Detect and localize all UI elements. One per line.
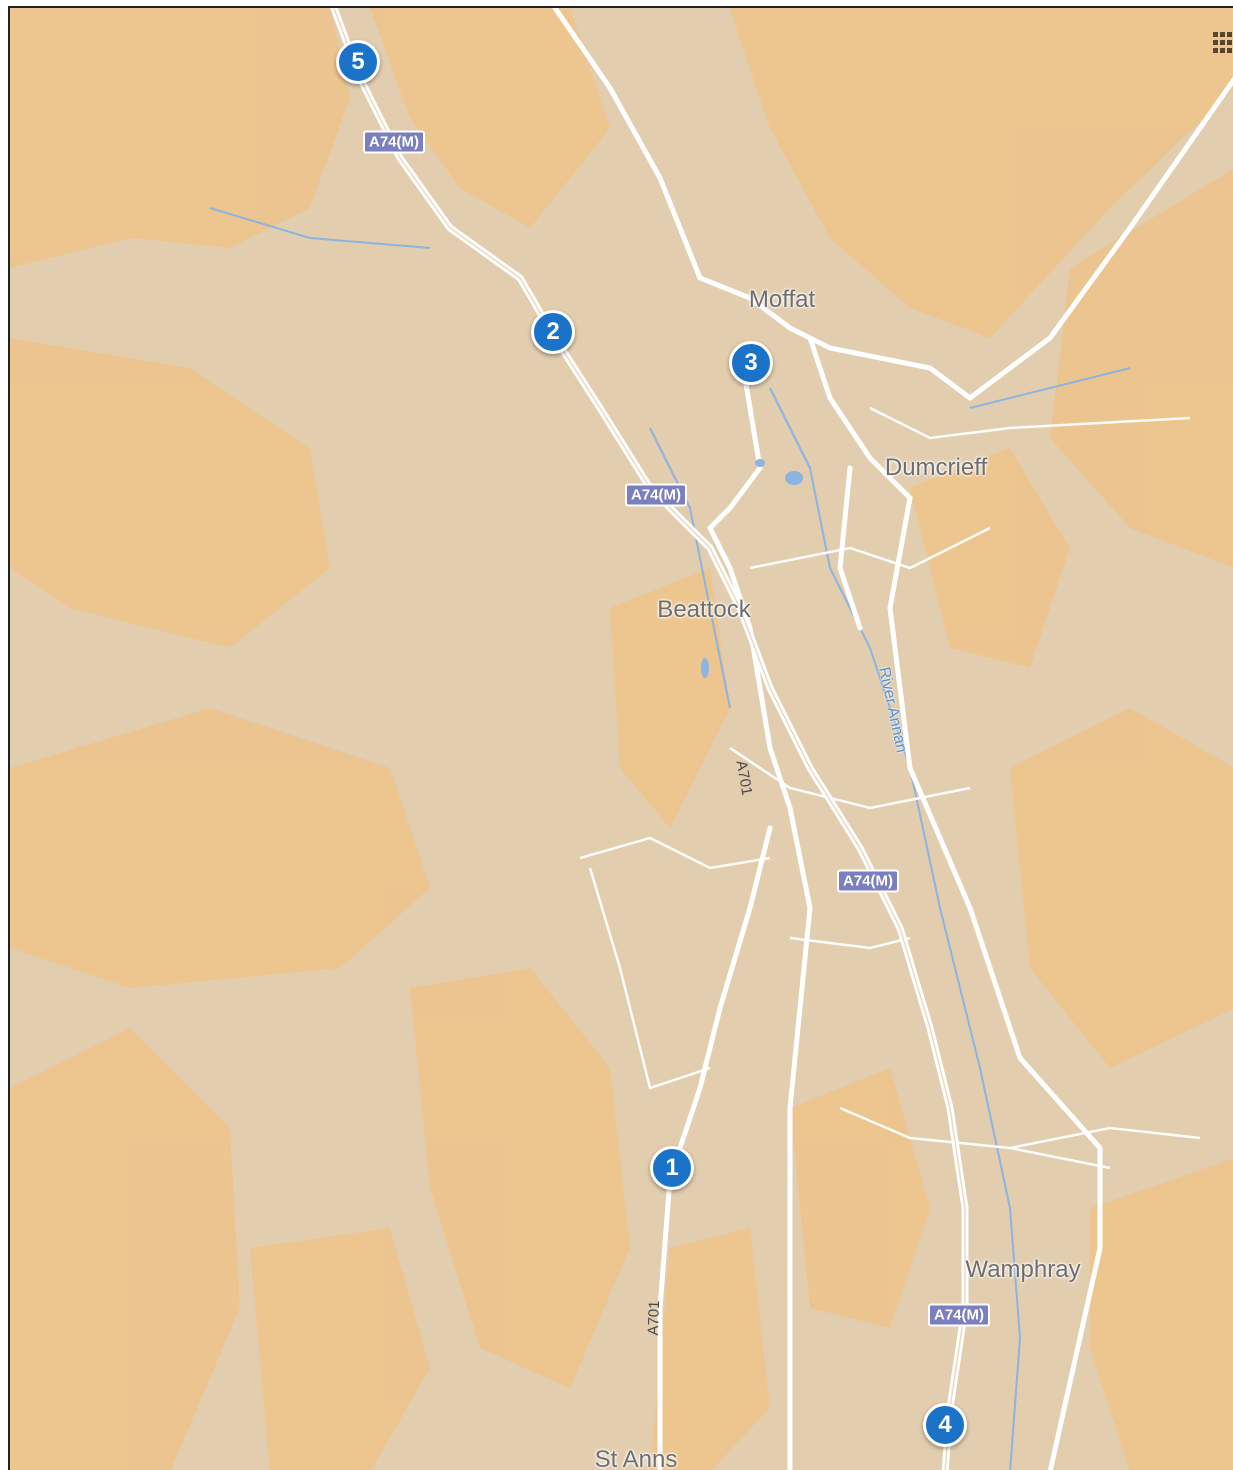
grid-icon[interactable] — [1209, 30, 1233, 62]
map-marker-2[interactable]: 2 — [531, 310, 575, 354]
map-canvas[interactable]: Moffat Dumcrieff Beattock Wamphray St An… — [8, 6, 1233, 1470]
road-number-a701: A701 — [644, 1300, 664, 1336]
road-shield-a74m: A74(M) — [836, 869, 900, 893]
road-shield-a74m: A74(M) — [362, 130, 426, 154]
place-moffat: Moffat — [748, 286, 816, 313]
map-marker-1[interactable]: 1 — [650, 1146, 694, 1190]
place-dumcrieff: Dumcrieff — [884, 454, 988, 481]
map-marker-4[interactable]: 4 — [923, 1403, 967, 1447]
map-marker-5[interactable]: 5 — [336, 40, 380, 84]
place-st-anns: St Anns — [594, 1446, 678, 1470]
road-shield-a74m: A74(M) — [624, 483, 688, 507]
place-beattock: Beattock — [657, 596, 751, 623]
map-base — [10, 8, 1233, 1470]
place-wamphray: Wamphray — [965, 1256, 1081, 1283]
road-shield-a74m: A74(M) — [927, 1303, 991, 1327]
map-marker-3[interactable]: 3 — [729, 341, 773, 385]
